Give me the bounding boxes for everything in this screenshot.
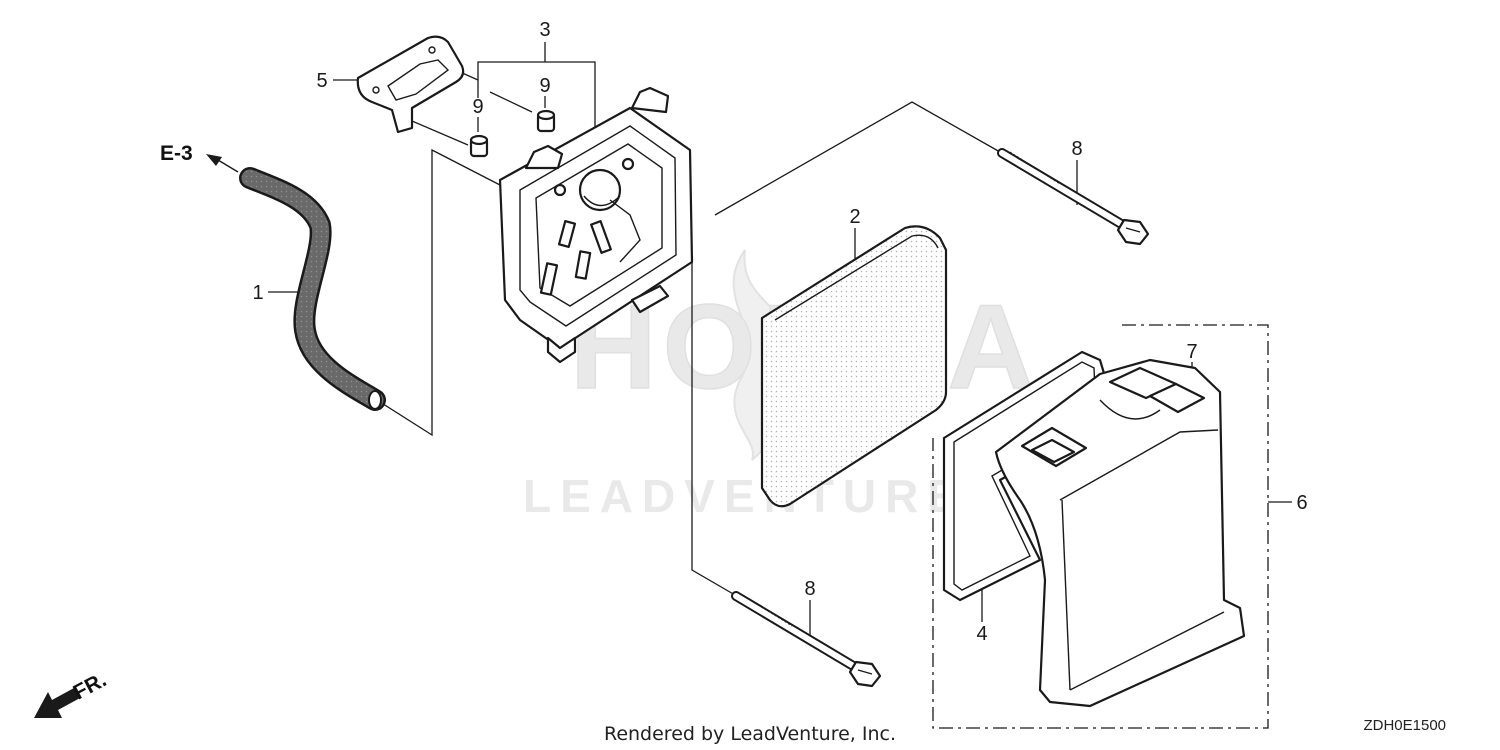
callout-8-upper: 8	[1071, 138, 1082, 160]
callout-1: 1	[252, 282, 263, 304]
callout-6: 6	[1296, 492, 1307, 514]
air-cleaner-cover	[994, 358, 1246, 708]
callout-7: 7	[1186, 341, 1197, 363]
callout-8-lower: 8	[804, 578, 815, 600]
air-filter-element	[760, 225, 948, 508]
breather-hose	[239, 167, 386, 411]
bolt-upper	[997, 148, 1150, 246]
reference-label: E-3	[160, 142, 193, 165]
arrow-icon	[206, 154, 222, 166]
watermark-company: LEADVENTURE	[523, 470, 967, 522]
callout-4: 4	[976, 623, 987, 645]
reference-e3: E-3	[160, 142, 239, 173]
footer-credit: Rendered by LeadVenture, Inc.	[604, 723, 896, 745]
gasket-plate	[356, 35, 465, 134]
callout-9-lower: 9	[472, 96, 483, 118]
collar-lower	[469, 134, 489, 158]
bolt-lower	[731, 591, 882, 688]
collar-upper	[536, 109, 556, 133]
callout-9-upper: 9	[539, 75, 550, 97]
front-marker: FR.	[34, 668, 110, 718]
callout-5: 5	[316, 70, 327, 92]
front-arrow-icon	[34, 688, 80, 718]
callout-3: 3	[539, 19, 550, 41]
air-cleaner-case	[498, 86, 694, 364]
diagram-code: ZDH0E1500	[1363, 717, 1446, 734]
callout-numbers: 3 9 9 5 1 2 8 8 7 6 4	[252, 19, 1307, 645]
callout-2: 2	[849, 206, 860, 228]
